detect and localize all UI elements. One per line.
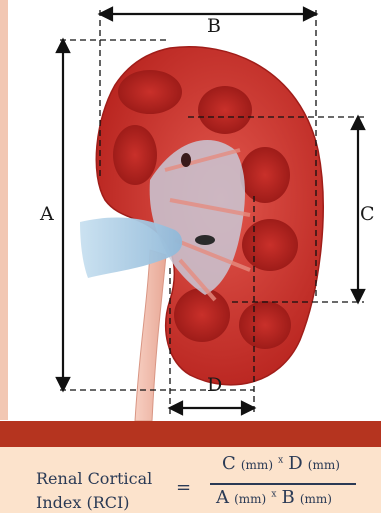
denominator-times: x [271,490,276,500]
dimension-label-d: D [207,376,222,395]
calyx-opening [181,153,191,167]
numerator-d-unit: (mm) [308,458,340,472]
denominator-a-unit: (mm) [234,492,266,506]
formula-name-line1: Renal Cortical [36,469,152,488]
fraction-bar [210,483,356,485]
dimension-label-b: B [207,17,221,36]
renal-vessel-lumen [195,235,215,245]
ureter [135,250,166,421]
kidney-illustration [0,0,381,421]
denominator-b: B [281,487,294,508]
denominator-a: A [216,487,229,508]
numerator-d: D [288,453,302,474]
formula-panel: Renal Cortical Index (RCI) = C (mm) x D … [0,447,381,513]
equals-sign: = [176,477,191,498]
formula-name-line2: Index (RCI) [36,493,130,512]
formula-denominator: A (mm) x B (mm) [216,487,332,508]
divider-band [0,421,381,447]
numerator-c-unit: (mm) [241,458,273,472]
formula-numerator: C (mm) x D (mm) [222,453,340,474]
dimension-label-c: C [360,205,375,224]
numerator-times: x [278,456,283,466]
denominator-b-unit: (mm) [300,492,332,506]
dimension-label-a: A [40,205,54,224]
numerator-c: C [222,453,236,474]
